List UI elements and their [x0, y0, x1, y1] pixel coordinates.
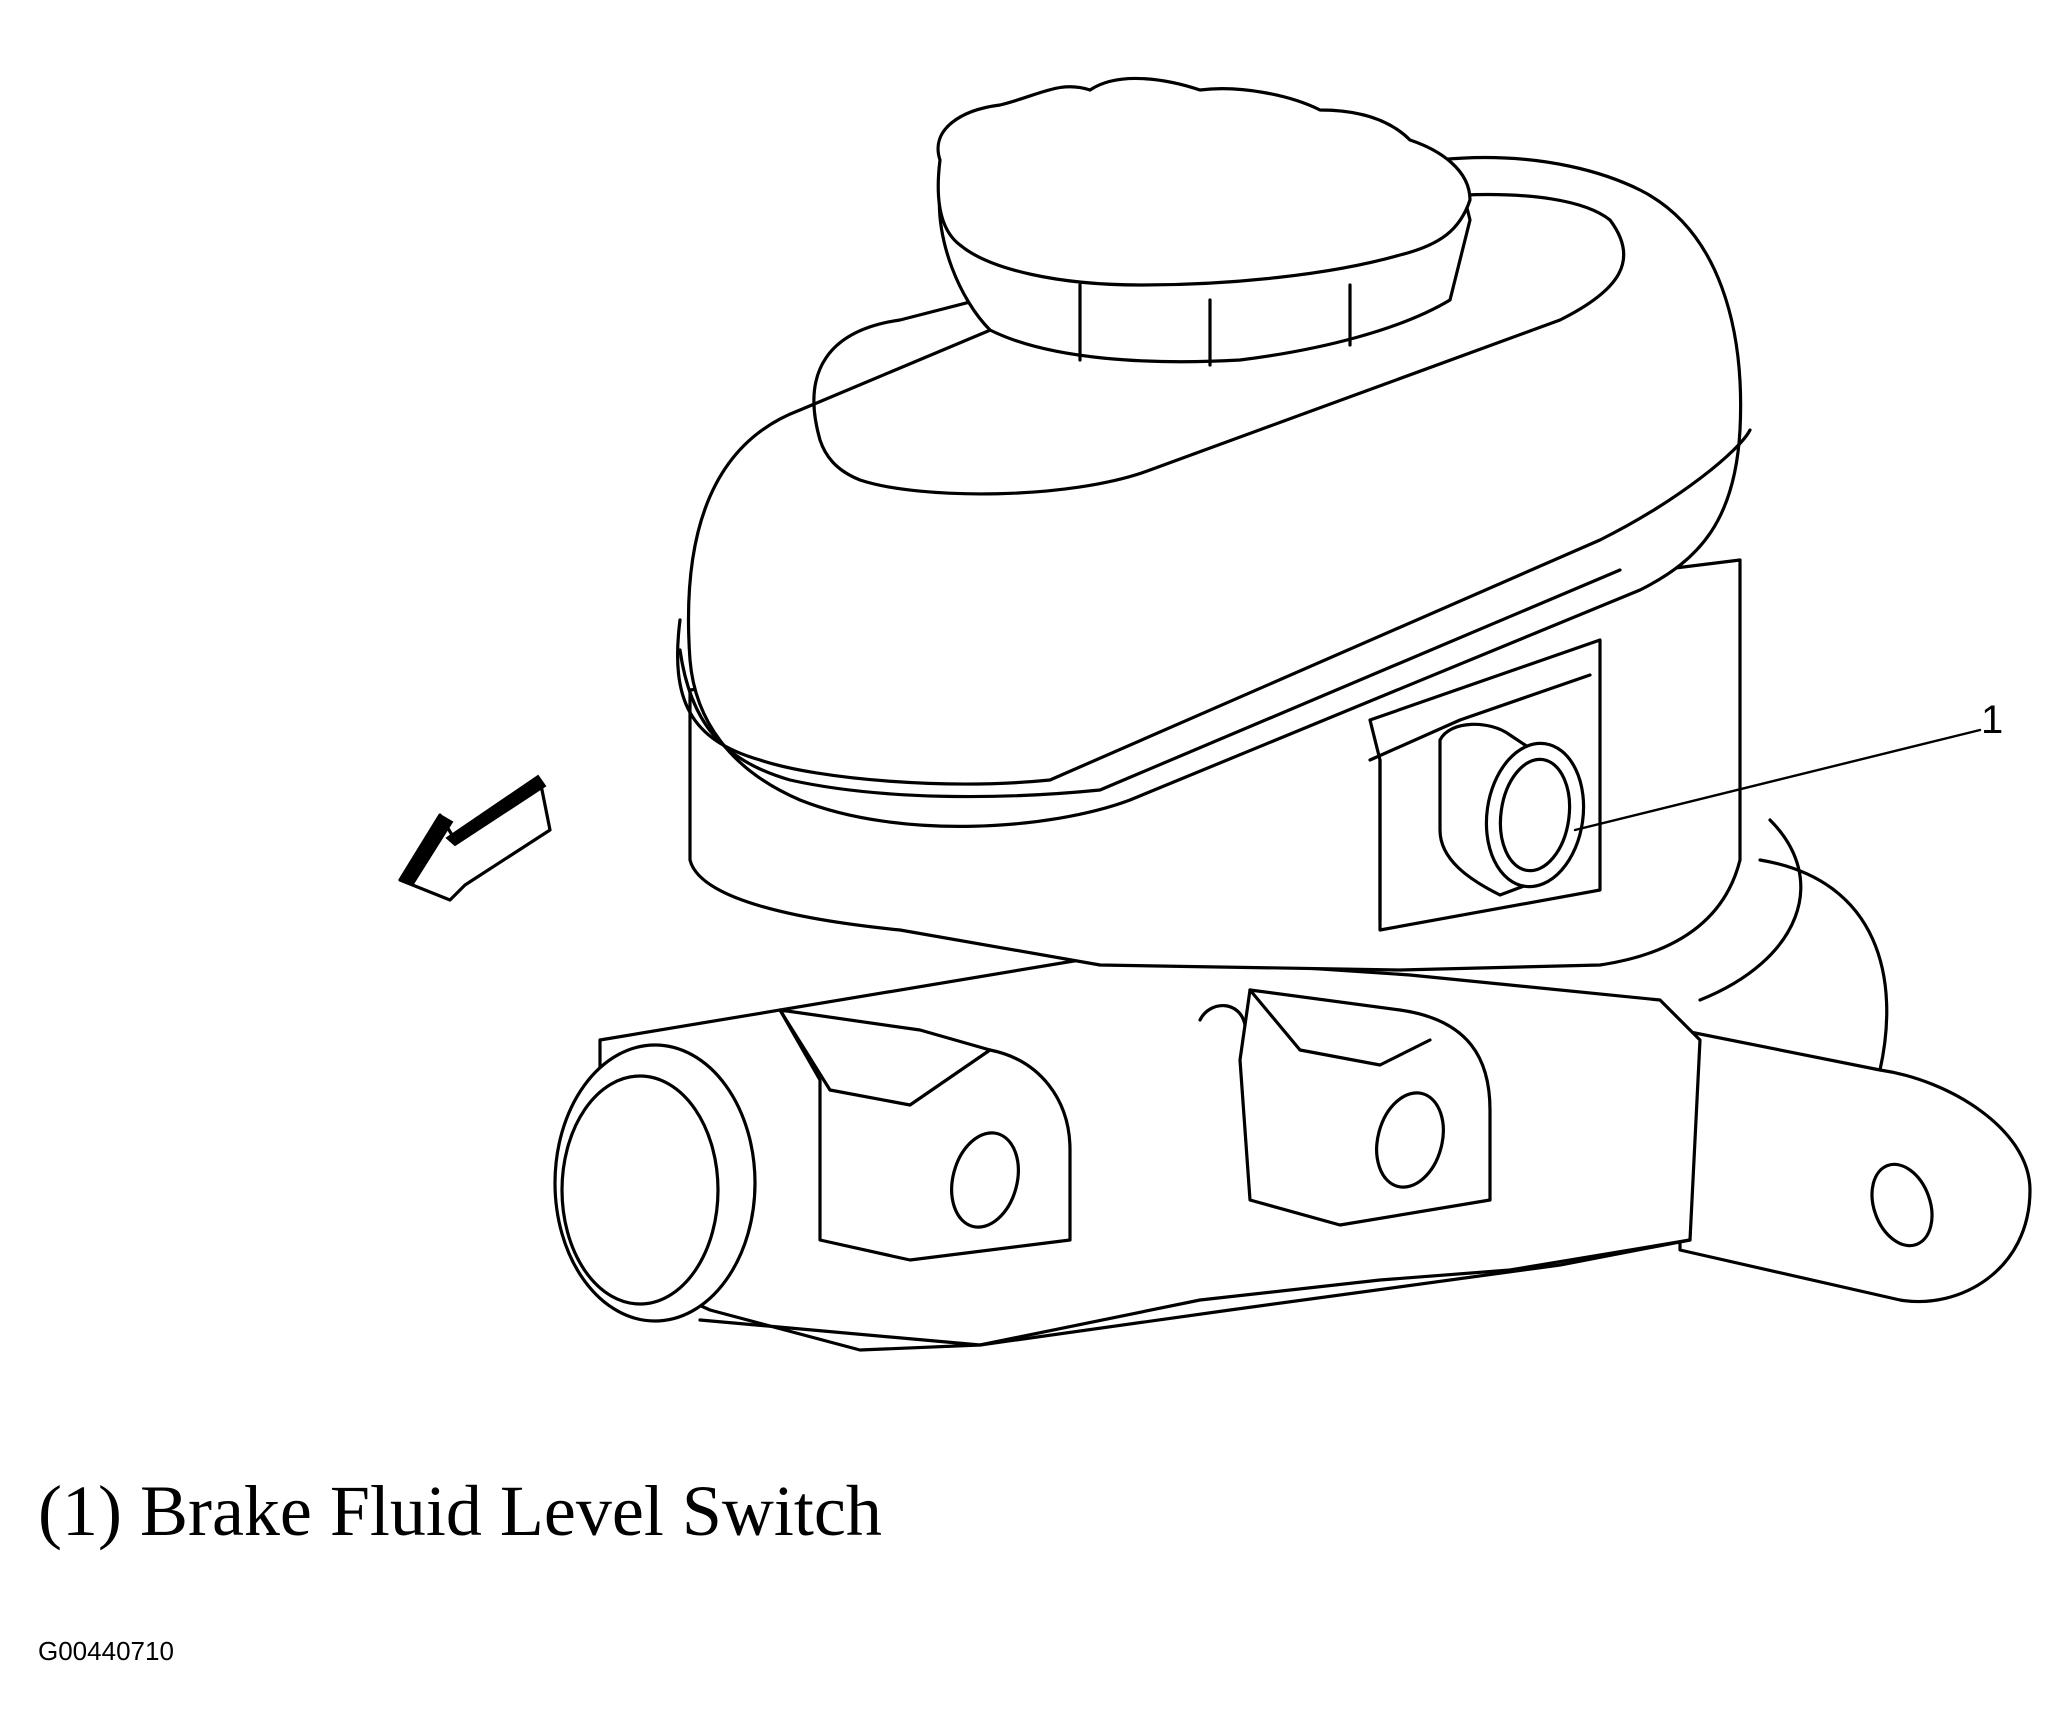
direction-arrow [398, 774, 552, 902]
bore-boss-outer [553, 1043, 757, 1323]
body-casting [598, 953, 1702, 1352]
brake-fluid-level-switch [1368, 638, 1602, 932]
mounting-flange-right [1678, 1028, 2032, 1303]
reservoir-seam-lower [678, 568, 1622, 799]
reservoir-upper-dome [686, 155, 1743, 828]
left-port-boss [778, 1008, 1072, 1262]
figure-id-label: G00440710 [38, 1636, 174, 1666]
left-port-hole [950, 1131, 1020, 1229]
figure-caption: (1) Brake Fluid Level Switch [38, 1471, 882, 1551]
switch-connector-face-inner [1498, 757, 1572, 873]
callout-number-1: 1 [1981, 698, 2004, 742]
flange-curve [1758, 858, 1889, 1072]
cap-top [936, 76, 1472, 287]
body-bottom-edge [698, 1238, 1692, 1347]
master-cylinder-body [553, 818, 2032, 1352]
reservoir-top-panel [812, 192, 1626, 496]
bore-boss-inner [560, 1074, 720, 1306]
switch-recess-edge [1368, 673, 1592, 922]
reservoir-cap [936, 76, 1472, 367]
cap-knurl [1078, 283, 1352, 367]
left-port-top [778, 1008, 992, 1107]
center-port-hole [1375, 1091, 1445, 1189]
callout-leader-line [1573, 728, 1982, 832]
center-port-top [1248, 988, 1432, 1067]
casting-bump [1198, 1004, 1247, 1027]
reservoir-seam [676, 428, 1752, 786]
flange-bolt-hole [1870, 1162, 1934, 1248]
center-port-boss [1238, 988, 1492, 1227]
direction-arrow-shadow [398, 774, 547, 886]
flange-inner-edge [1698, 818, 1803, 1002]
